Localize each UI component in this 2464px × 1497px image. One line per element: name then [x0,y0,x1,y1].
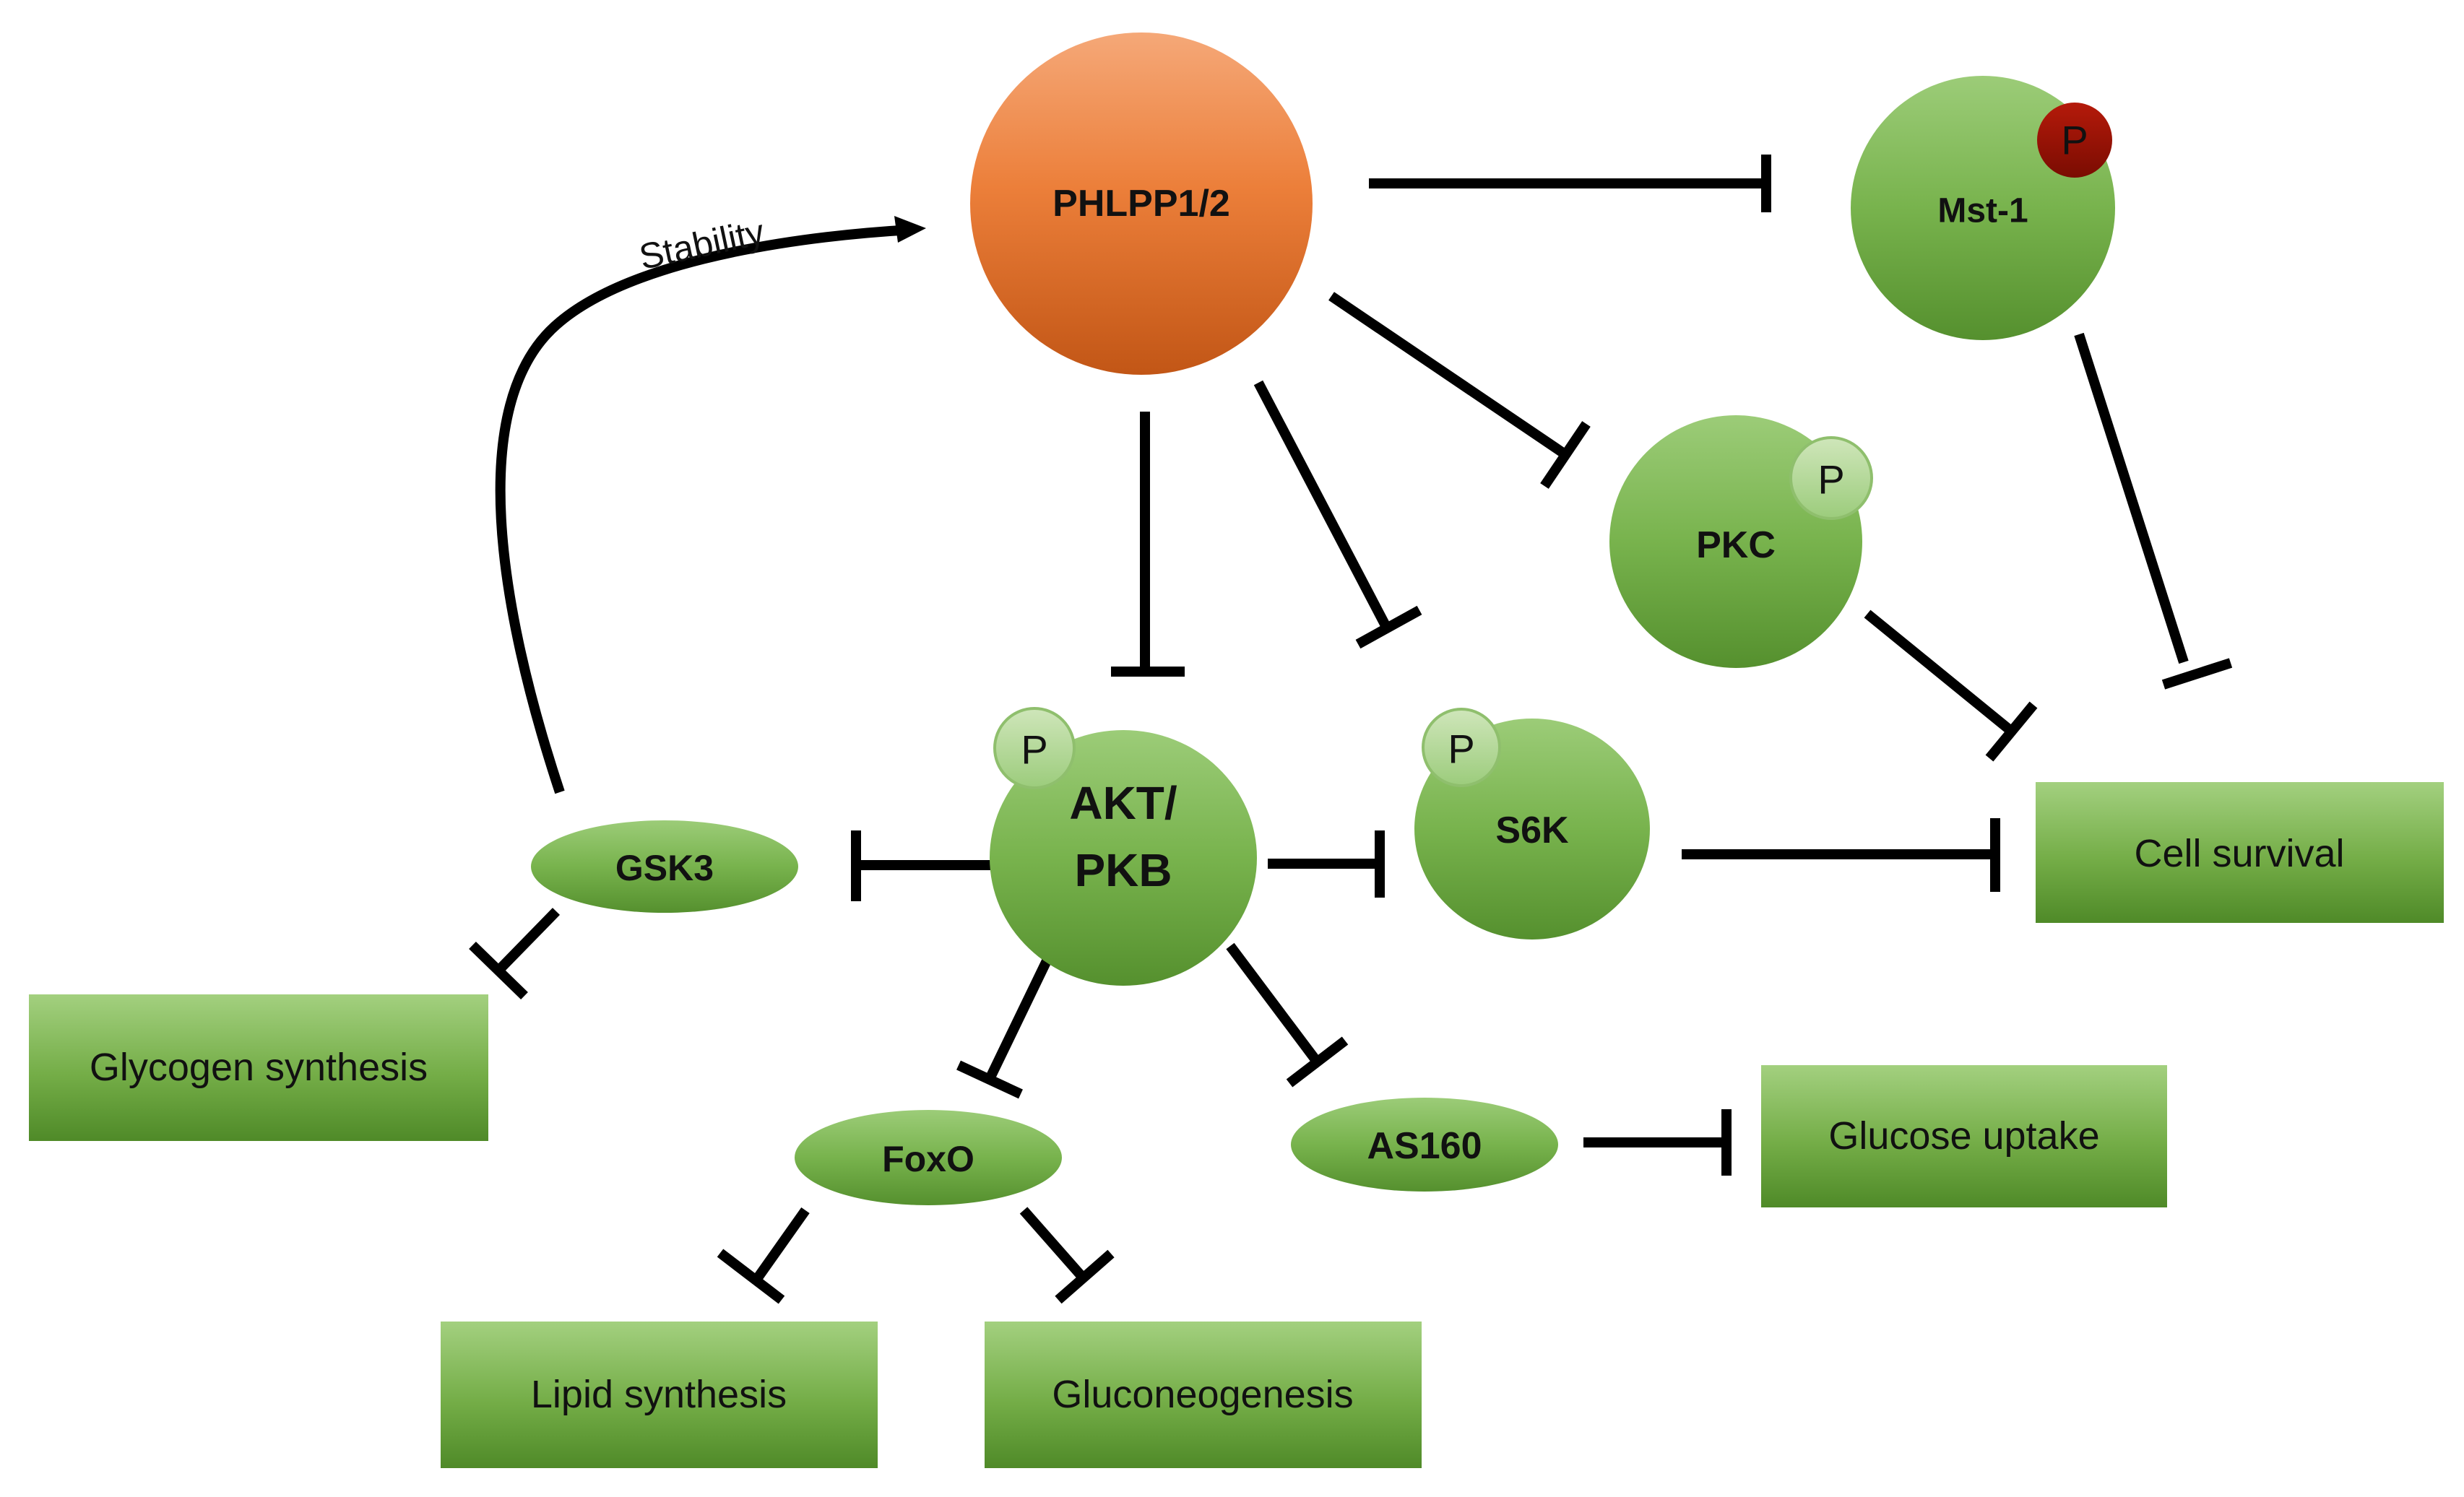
edge-foxo-gluconeo-bar [1055,1249,1115,1304]
node-as160-label: AS160 [1367,1125,1482,1167]
node-akt-label-line2: PKB [1074,844,1172,896]
phospho-badge-s6k: P [1422,708,1501,787]
edge-gsk3-glycogen-bar [469,941,528,1000]
phospho-label-s6k: P [1448,726,1474,772]
node-akt-label-line1: AKT/ [1069,777,1177,829]
outcome-glucose-uptake: Glucose uptake [1761,1065,2167,1207]
outcome-cell-survival-label: Cell survival [2134,832,2344,875]
edge-gsk3-phlpp-stability [495,225,912,794]
edge-akt-foxo [985,949,1056,1082]
edge-pkc-survival-bar [1985,701,2038,762]
node-pkc-label: PKC [1696,524,1776,566]
node-akt: AKT/ PKB [990,730,1257,986]
edge-mst1-survival [2074,332,2189,664]
phospho-label-akt: P [1021,727,1047,773]
node-mst1-label: Mst-1 [1937,192,2028,230]
stability-label: Stability [636,212,768,277]
node-gsk3: GSK3 [531,820,798,913]
node-as160: AS160 [1291,1098,1558,1192]
phospho-badge-mst1: P [2037,103,2112,178]
node-s6k-label: S6K [1495,810,1569,851]
outcome-gluconeogenesis-label: Gluconeogenesis [1052,1373,1353,1416]
edge-akt-foxo-bar [956,1060,1023,1099]
edge-foxo-lipid [754,1207,810,1280]
node-gsk3-label: GSK3 [615,848,714,888]
node-phlpp: PHLPP1/2 [970,32,1313,375]
edge-gsk3-glycogen [494,908,561,974]
edge-phlpp-pkc [1328,292,1569,459]
edge-phlpp-pkc-bar [1540,421,1591,489]
phospho-label-mst1: P [2061,118,2088,163]
outcome-glucose-uptake-label: Glucose uptake [1828,1114,2099,1158]
edge-foxo-lipid-bar [717,1249,785,1304]
outcome-cell-survival: Cell survival [2036,782,2444,923]
outcome-lipid-synthesis: Lipid synthesis [441,1322,878,1468]
outcome-glycogen-synthesis: Glycogen synthesis [29,994,488,1141]
node-foxo-label: FoxO [882,1139,974,1179]
node-foxo: FoxO [795,1110,1062,1205]
edge-akt-as160 [1226,942,1321,1065]
outcome-glycogen-synthesis-label: Glycogen synthesis [90,1046,428,1089]
edge-akt-as160-bar [1286,1036,1349,1088]
phospho-badge-akt: P [993,707,1076,789]
outcome-lipid-synthesis-label: Lipid synthesis [531,1373,787,1416]
edge-mst1-survival-bar [2161,658,2233,690]
stability-arrowhead [894,216,926,243]
phospho-badge-pkc: P [1789,436,1873,520]
outcome-gluconeogenesis: Gluconeogenesis [985,1322,1422,1468]
edge-phlpp-s6k [1253,380,1392,631]
phospho-label-pkc: P [1817,457,1844,503]
edge-pkc-survival [1864,609,2015,736]
edge-phlpp-s6k-bar [1355,605,1422,649]
edge-foxo-gluconeo [1019,1207,1086,1280]
node-phlpp-label: PHLPP1/2 [1052,183,1230,225]
